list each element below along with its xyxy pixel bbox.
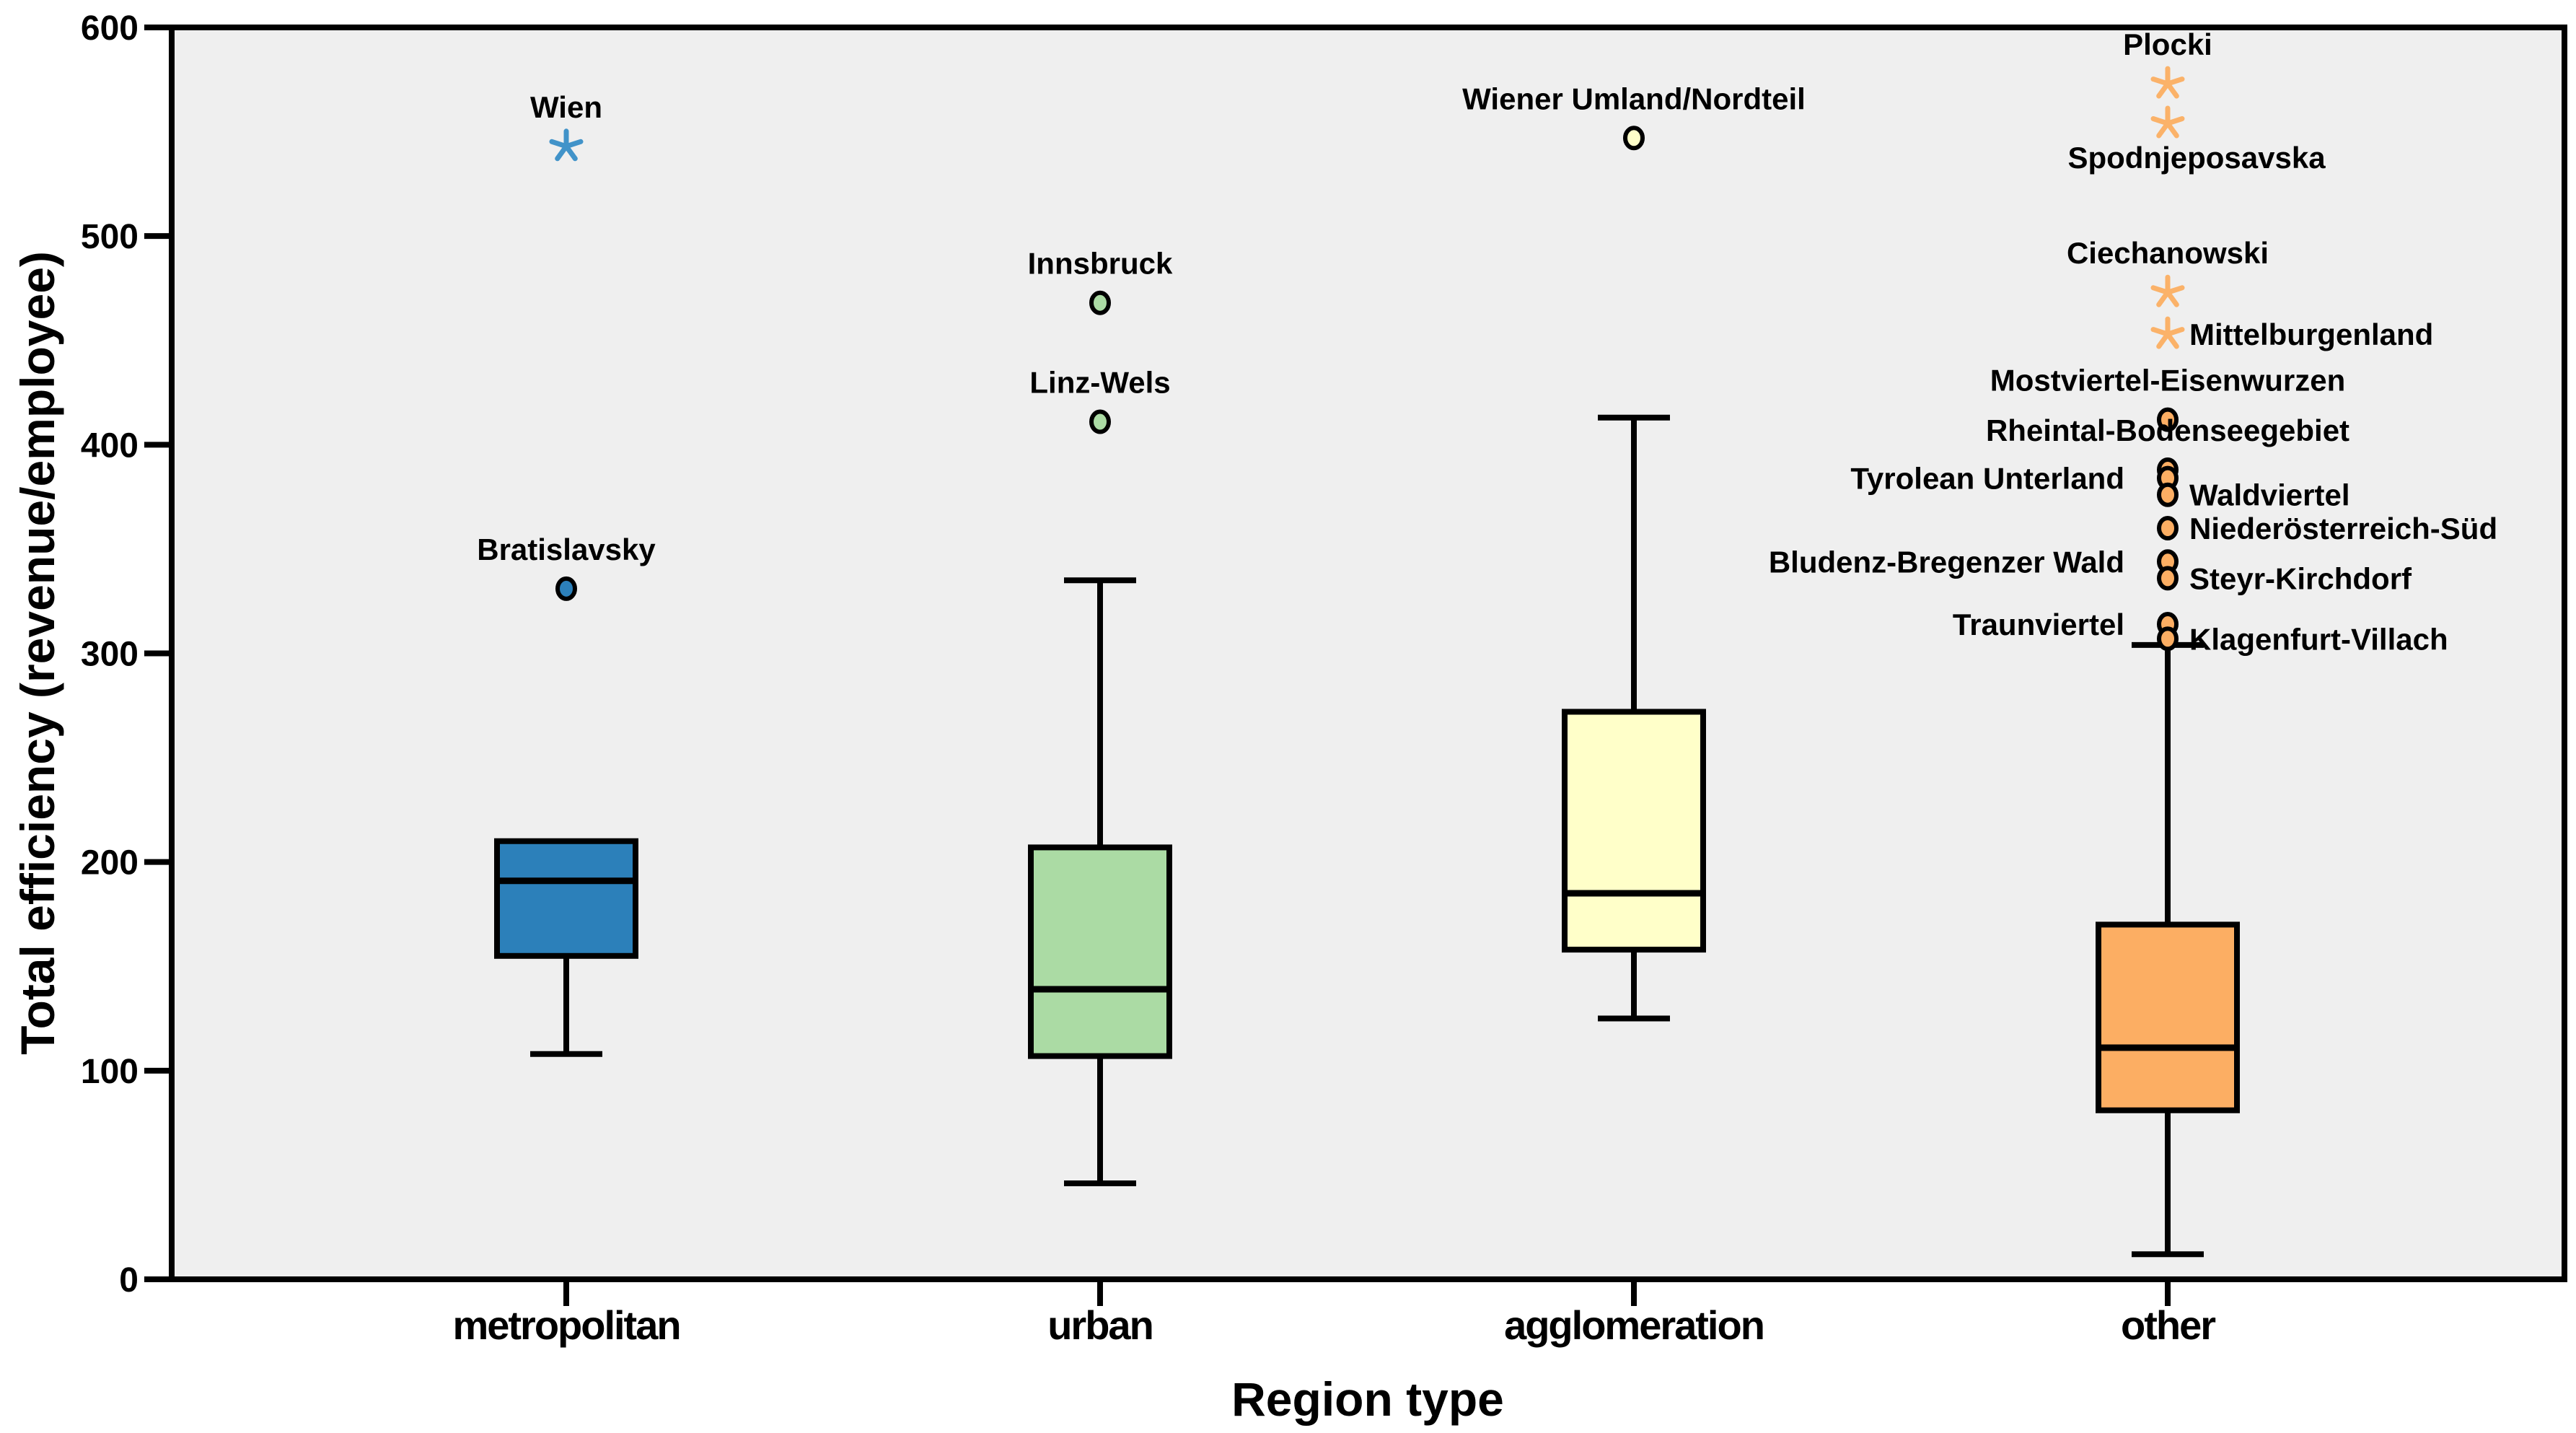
outlier-marker-innsbruck <box>1089 290 1111 315</box>
y-tick-label-600: 600 <box>81 9 139 48</box>
box-agglomeration <box>1562 709 1706 953</box>
category-label-metropolitan: metropolitan <box>452 1302 680 1348</box>
extreme-marker-ciechanowski <box>2150 274 2185 307</box>
outlier-label-tyrolean-unterland: Tyrolean Unterland <box>1850 462 2124 496</box>
y-axis-title: Total efficiency (revenue/employee) <box>11 251 64 1055</box>
category-label-agglomeration: agglomeration <box>1504 1302 1764 1348</box>
outlier-label-bratislavsky: Bratislavsky <box>477 533 656 566</box>
outlier-label-steyr-kirchdorf: Steyr-Kirchdorf <box>2189 561 2412 595</box>
outlier-label-traunviertel: Traunviertel <box>1953 608 2124 641</box>
outlier-marker-bratislavsky <box>555 576 577 601</box>
plot-layer: 0 100 200 300 400 500 600 metropolitan urban aggl… <box>81 9 2567 1348</box>
extreme-marker-mittelburgenland <box>2150 316 2185 349</box>
outlier-label-plocki: Plocki <box>2123 27 2212 61</box>
box-other <box>2096 921 2240 1113</box>
x-axis-title: Region type <box>1231 1372 1504 1426</box>
outlier-marker-mostviertel-eisenwurzen <box>2157 407 2179 432</box>
extreme-marker-spodnjeposavska <box>2150 105 2185 139</box>
outlier-marker-wiener-umland-nordteil <box>1623 126 1645 151</box>
category-label-urban: urban <box>1047 1302 1153 1348</box>
outlier-marker-waldviertel <box>2157 482 2179 507</box>
y-tick-label-0: 0 <box>119 1261 139 1300</box>
extreme-marker-plocki <box>2150 66 2185 99</box>
outlier-label-waldviertel: Waldviertel <box>2189 478 2350 512</box>
outlier-label-wien: Wien <box>530 90 602 124</box>
outlier-label-mostviertel-eisenwurzen: Mostviertel-Eisenwurzen <box>1990 364 2345 398</box>
y-tick-label-200: 200 <box>81 844 139 882</box>
outlier-marker-klagenfurt-villach <box>2157 626 2179 652</box>
box-metropolitan <box>494 838 638 959</box>
outlier-label-mittelburgenland: Mittelburgenland <box>2189 317 2433 351</box>
y-tick-label-100: 100 <box>81 1053 139 1091</box>
y-tick-label-500: 500 <box>81 218 139 256</box>
outlier-label-spodnjeposavska: Spodnjeposavska <box>2067 141 2326 175</box>
y-tick-label-300: 300 <box>81 636 139 674</box>
outlier-label-klagenfurt-villach: Klagenfurt-Villach <box>2189 622 2448 656</box>
outlier-marker-steyr-kirchdorf <box>2157 566 2179 591</box>
extreme-marker-wien <box>549 128 584 162</box>
box-urban <box>1028 844 1172 1059</box>
outlier-label-nieder-sterreich-s-d: Niederösterreich-Süd <box>2189 512 2497 545</box>
outlier-label-ciechanowski: Ciechanowski <box>2067 236 2269 270</box>
outlier-marker-nieder-sterreich-s-d <box>2157 516 2179 540</box>
outlier-label-bludenz-bregenzer-wald: Bludenz-Bregenzer Wald <box>1769 545 2124 579</box>
outlier-label-linz-wels: Linz-Wels <box>1029 366 1170 400</box>
y-tick-label-400: 400 <box>81 426 139 465</box>
outlier-label-rheintal-bodenseegebiet: Rheintal-Bodenseegebiet <box>1986 413 2349 447</box>
outlier-label-wiener-umland-nordteil: Wiener Umland/Nordteil <box>1462 82 1806 115</box>
category-label-other: other <box>2121 1302 2215 1348</box>
outlier-label-innsbruck: Innsbruck <box>1028 247 1173 281</box>
outlier-marker-linz-wels <box>1089 409 1111 434</box>
